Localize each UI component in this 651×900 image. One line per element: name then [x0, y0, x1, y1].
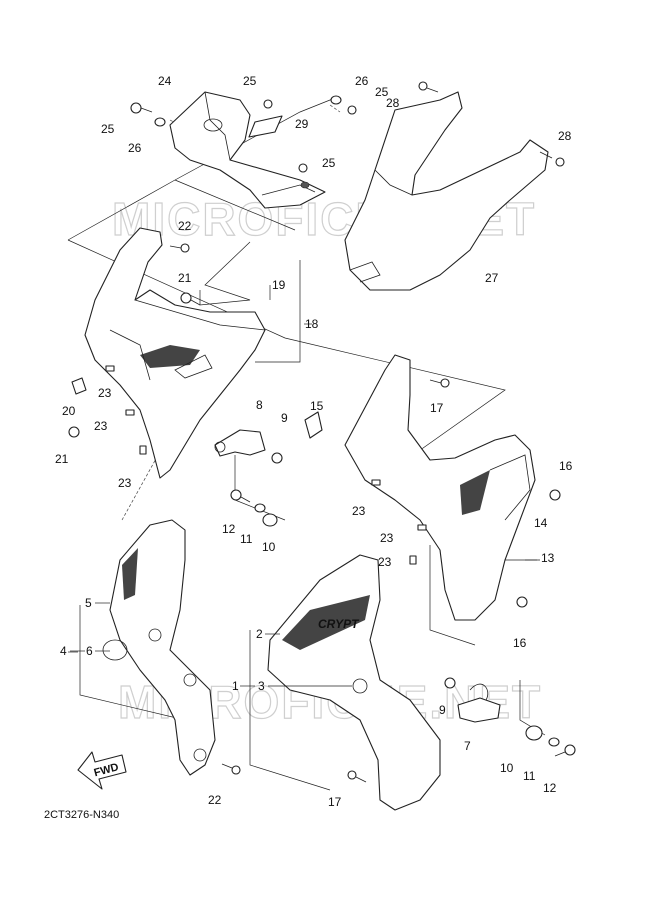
clip-20 — [71, 377, 87, 395]
part-6-oval-sticker — [102, 639, 128, 661]
callout-14: 14 — [534, 516, 548, 530]
callout-24: 24 — [158, 74, 172, 88]
callout-11: 11 — [240, 532, 253, 546]
fasteners — [68, 81, 576, 783]
callout-7: 7 — [464, 739, 471, 753]
callout-1: 1 — [232, 679, 239, 693]
bolt-12-left — [230, 489, 251, 503]
clip-23-b — [125, 409, 135, 416]
callout-23: 23 — [378, 555, 392, 569]
callout-28: 28 — [386, 96, 400, 110]
grommet-10-bottom — [525, 725, 543, 741]
diagram-ref: 2CT3276-N340 — [44, 809, 119, 821]
callout-8: 8 — [256, 398, 263, 412]
nut-25-top — [347, 105, 357, 115]
callout-27: 27 — [485, 271, 499, 285]
callout-19: 19 — [272, 278, 286, 292]
washer-26-top — [330, 95, 342, 105]
grommet-9-top — [271, 452, 283, 464]
grommet-10-left — [262, 513, 278, 527]
bolt-16-top — [549, 489, 561, 501]
callout-2: 2 — [256, 627, 263, 641]
callout-22: 22 — [178, 219, 192, 233]
callout-25: 25 — [243, 74, 257, 88]
callout-21: 21 — [55, 452, 69, 466]
fwd-arrow-icon: FWD — [77, 751, 127, 790]
bolt-25-mid — [298, 163, 308, 173]
bolt-12-bottom — [554, 744, 576, 757]
callout-16: 16 — [559, 459, 573, 473]
part-27-upper-cover — [344, 91, 549, 291]
callout-labels: 24 25 25 26 26 25 28 29 25 28 27 22 21 1… — [55, 74, 573, 809]
part-29-clip — [248, 115, 283, 138]
bolt-21-top — [180, 292, 201, 306]
callout-13: 13 — [541, 551, 555, 565]
bolt-22-top — [169, 243, 190, 253]
callout-17: 17 — [430, 401, 444, 415]
part-24-bracket — [169, 91, 326, 209]
callout-12: 12 — [222, 522, 236, 536]
part-4-lower-left-cover — [109, 519, 216, 776]
callout-18: 18 — [305, 317, 319, 331]
part-18-left-panel — [84, 227, 266, 479]
callout-23: 23 — [118, 476, 132, 490]
callout-28: 28 — [558, 129, 572, 143]
bolt-22-bottom — [221, 763, 241, 775]
callout-9: 9 — [281, 411, 288, 425]
bolt-28-right — [539, 151, 565, 167]
callout-16: 16 — [513, 636, 527, 650]
callout-26: 26 — [355, 74, 369, 88]
callout-6: 6 — [86, 644, 93, 658]
part-2-front-cover: CRYPT — [267, 554, 441, 811]
callout-leaders — [68, 323, 537, 687]
callout-5: 5 — [85, 596, 92, 610]
bolt-16-bottom — [516, 596, 528, 608]
callout-3: 3 — [258, 679, 265, 693]
part-7-bracket — [457, 683, 501, 723]
callout-23: 23 — [98, 386, 112, 400]
callout-23: 23 — [352, 504, 366, 518]
callout-4: 4 — [60, 644, 67, 658]
bolt-17-right — [429, 378, 450, 388]
callout-23: 23 — [94, 419, 108, 433]
callout-26: 26 — [128, 141, 142, 155]
washer-26-left — [154, 117, 166, 127]
callout-9: 9 — [439, 703, 446, 717]
washer-11-left — [254, 503, 266, 513]
grommet-9-bottom — [444, 677, 456, 689]
clip-23-c — [139, 445, 147, 455]
clip-23-e — [417, 524, 427, 531]
bolt-28-top — [418, 81, 439, 93]
clip-23-d — [371, 479, 381, 486]
callout-20: 20 — [62, 404, 76, 418]
bolt-21-bottom — [68, 426, 80, 438]
emblem-text: CRYPT — [318, 617, 360, 631]
callout-23: 23 — [380, 531, 394, 545]
callout-12: 12 — [543, 781, 557, 795]
callout-29: 29 — [295, 117, 309, 131]
part-13-right-panel — [344, 354, 536, 621]
callout-15: 15 — [310, 399, 324, 413]
clip-23-a — [105, 365, 115, 372]
callout-22: 22 — [208, 793, 222, 807]
part-8-bracket — [214, 429, 266, 457]
bolt-25-top — [263, 99, 273, 109]
bolt-25-left — [130, 102, 153, 114]
callout-11: 11 — [523, 769, 536, 783]
clip-15 — [304, 411, 323, 439]
callout-10: 10 — [500, 761, 514, 775]
callout-21: 21 — [178, 271, 192, 285]
bolt-17-bottom — [347, 770, 367, 783]
callout-10: 10 — [262, 540, 276, 554]
callout-25: 25 — [101, 122, 115, 136]
clip-23-f — [409, 555, 417, 565]
callout-25: 25 — [375, 85, 389, 99]
callout-25: 25 — [322, 156, 336, 170]
callout-17: 17 — [328, 795, 342, 809]
washer-11-bottom — [548, 737, 560, 747]
